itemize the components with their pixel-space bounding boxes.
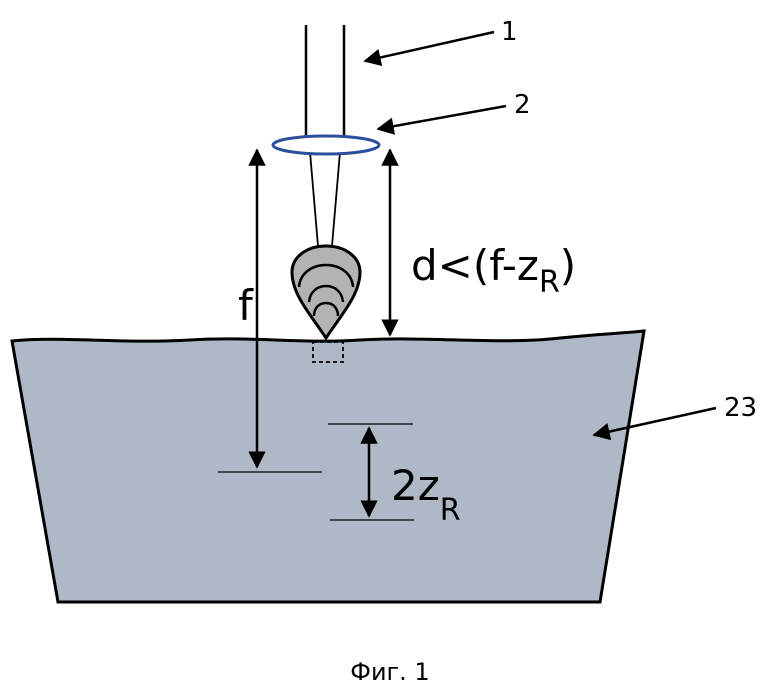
label-distance-subscript: R	[539, 265, 560, 300]
cone-line-right	[332, 152, 340, 246]
label-distance: d<(f-zR)	[411, 241, 576, 300]
label-lens-number: 2	[514, 90, 531, 120]
bubble-group	[292, 246, 360, 338]
bubble-core	[314, 303, 338, 316]
label-beam-number: 1	[501, 17, 518, 47]
leader-arrow-2	[378, 106, 506, 129]
label-distance-prefix: d<(f-z	[411, 241, 539, 290]
lens	[273, 136, 379, 154]
liquid-volume	[12, 331, 644, 602]
leader-arrow-1	[365, 32, 494, 61]
figure-caption: Фиг. 1	[0, 658, 780, 686]
label-liquid-number: 23	[724, 393, 757, 423]
label-focal-length: f	[238, 281, 254, 330]
label-rayleigh-subscript: R	[440, 493, 461, 528]
label-distance-suffix: )	[560, 241, 576, 290]
label-rayleigh-prefix: 2z	[391, 461, 440, 510]
cone-line-left	[310, 152, 318, 246]
